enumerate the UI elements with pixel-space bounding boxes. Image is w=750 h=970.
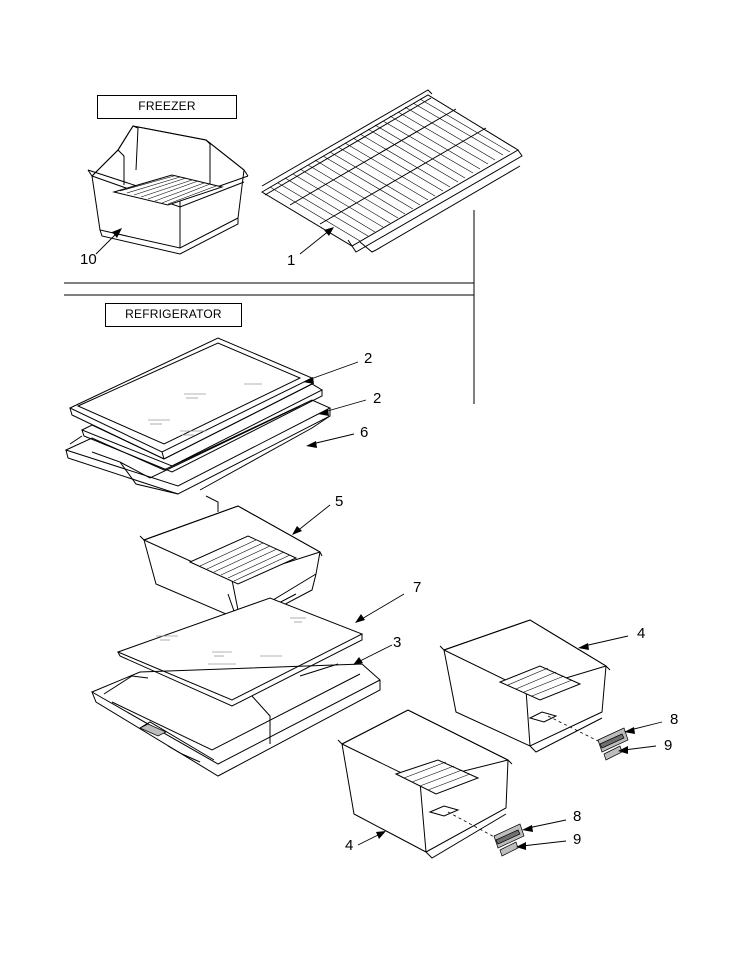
crisper-slide-lower	[493, 823, 525, 849]
crisper-drawer-lower	[337, 709, 513, 859]
callout-8-lower: 8	[573, 808, 582, 825]
section-dividers	[64, 210, 475, 404]
callout-8-upper: 8	[670, 711, 679, 728]
crisper-frame	[90, 663, 381, 777]
callout-4-upper: 4	[637, 625, 646, 642]
glass-shelf-upper	[68, 337, 314, 460]
callout-1: 1	[287, 252, 296, 269]
crisper-clip-lower	[499, 841, 519, 857]
freezer-basket	[87, 125, 249, 255]
callout-2-lower: 2	[373, 390, 382, 407]
crisper-glass	[116, 597, 364, 707]
refrigerator-section-label: REFRIGERATOR	[105, 303, 242, 327]
crisper-cover-frame	[64, 399, 332, 495]
callout-9-upper: 9	[664, 737, 673, 754]
freezer-section-label: FREEZER	[97, 95, 237, 119]
callout-10: 10	[80, 251, 97, 268]
crisper-drawer-right	[439, 619, 611, 753]
callout-7: 7	[413, 579, 422, 596]
crisper-slide-right	[597, 727, 629, 753]
wire-shelf	[261, 89, 523, 253]
callout-9-lower: 9	[573, 831, 582, 848]
callout-2-upper: 2	[364, 350, 373, 367]
callout-4-lower: 4	[345, 837, 354, 854]
callout-5: 5	[335, 493, 344, 510]
callout-6: 6	[360, 424, 369, 441]
callout-3: 3	[393, 634, 402, 651]
leader-lines	[95, 227, 663, 850]
deli-drawer	[139, 495, 323, 637]
